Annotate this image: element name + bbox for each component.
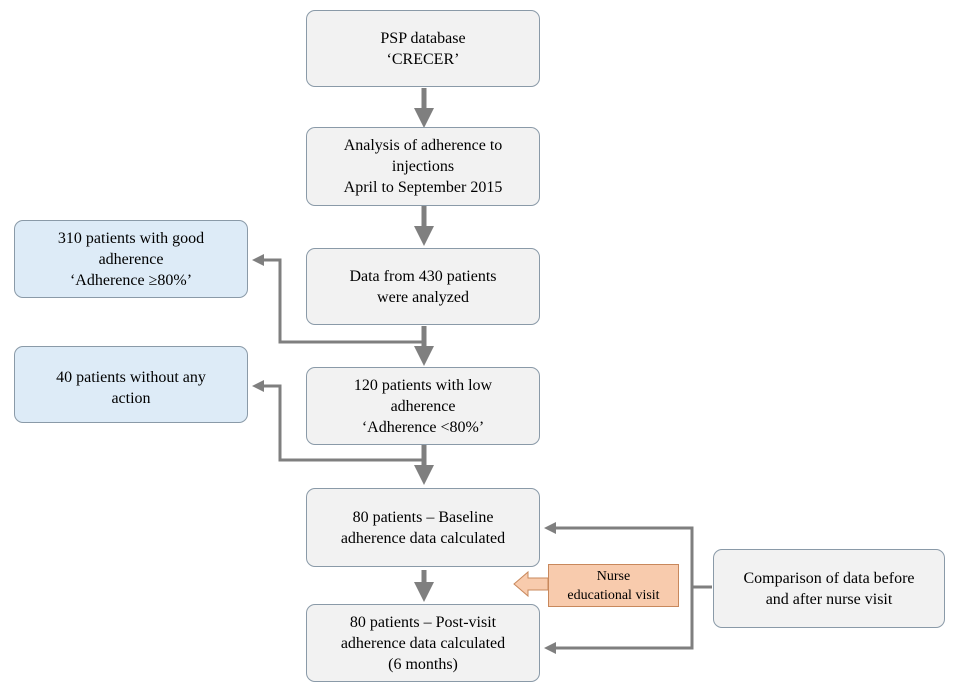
arrow-to-no-action	[252, 380, 424, 462]
good-adherence-box: 310 patients with good adherence ‘Adhere…	[14, 220, 248, 298]
baseline-line-1: 80 patients – Baseline	[352, 508, 494, 526]
noaction-line-2: action	[111, 390, 151, 407]
psp-database-box: PSP database ‘CRECER’	[306, 10, 540, 87]
nurse-visit-arrow	[513, 570, 549, 598]
good-line-3: ‘Adherence ≥80%’	[69, 271, 193, 289]
low-line-1: 120 patients with low	[353, 376, 493, 394]
post-visit-box: 80 patients – Post-visit adherence data …	[306, 604, 540, 682]
good-line-2: adherence	[98, 250, 164, 268]
postvisit-line-2: adherence data calculated	[340, 634, 506, 652]
low-adherence-box: 120 patients with low adherence ‘Adheren…	[306, 367, 540, 445]
psp-line-1: PSP database	[380, 29, 466, 47]
low-line-3: ‘Adherence <80%’	[361, 418, 485, 436]
postvisit-line-1: 80 patients – Post-visit	[349, 613, 497, 631]
low-line-2: adherence	[390, 397, 456, 415]
comparison-line-2: and after nurse visit	[765, 590, 893, 608]
psp-line-2: ‘CRECER’	[386, 50, 460, 68]
arrow-comparison-to-baseline	[544, 522, 712, 589]
analysis-box: Analysis of adherence to injections Apri…	[306, 127, 540, 206]
nurse-visit-box: Nurse educational visit	[548, 564, 679, 607]
noaction-line-1: 40 patients without any	[56, 369, 206, 386]
analysis-line-1: Analysis of adherence to	[343, 137, 503, 154]
data430-line-1: Data from 430 patients	[349, 267, 497, 285]
nurse-line-1: Nurse	[596, 568, 631, 584]
baseline-line-2: adherence data calculated	[340, 529, 506, 547]
good-line-1: 310 patients with good	[57, 229, 205, 247]
postvisit-line-3: (6 months)	[388, 655, 458, 673]
no-action-box: 40 patients without any action	[14, 346, 248, 423]
nurse-line-2: educational visit	[567, 587, 660, 603]
data430-line-2: were analyzed	[377, 288, 469, 306]
data-430-box: Data from 430 patients were analyzed	[306, 248, 540, 325]
baseline-box: 80 patients – Baseline adherence data ca…	[306, 488, 540, 567]
comparison-line-1: Comparison of data before	[743, 569, 915, 587]
arrow-comparison-to-postvisit	[544, 587, 694, 654]
comparison-box: Comparison of data before and after nurs…	[713, 549, 945, 628]
analysis-line-3: April to September 2015	[343, 179, 503, 196]
analysis-line-2: injections	[391, 158, 455, 175]
arrow-to-good-adherence	[252, 254, 424, 344]
